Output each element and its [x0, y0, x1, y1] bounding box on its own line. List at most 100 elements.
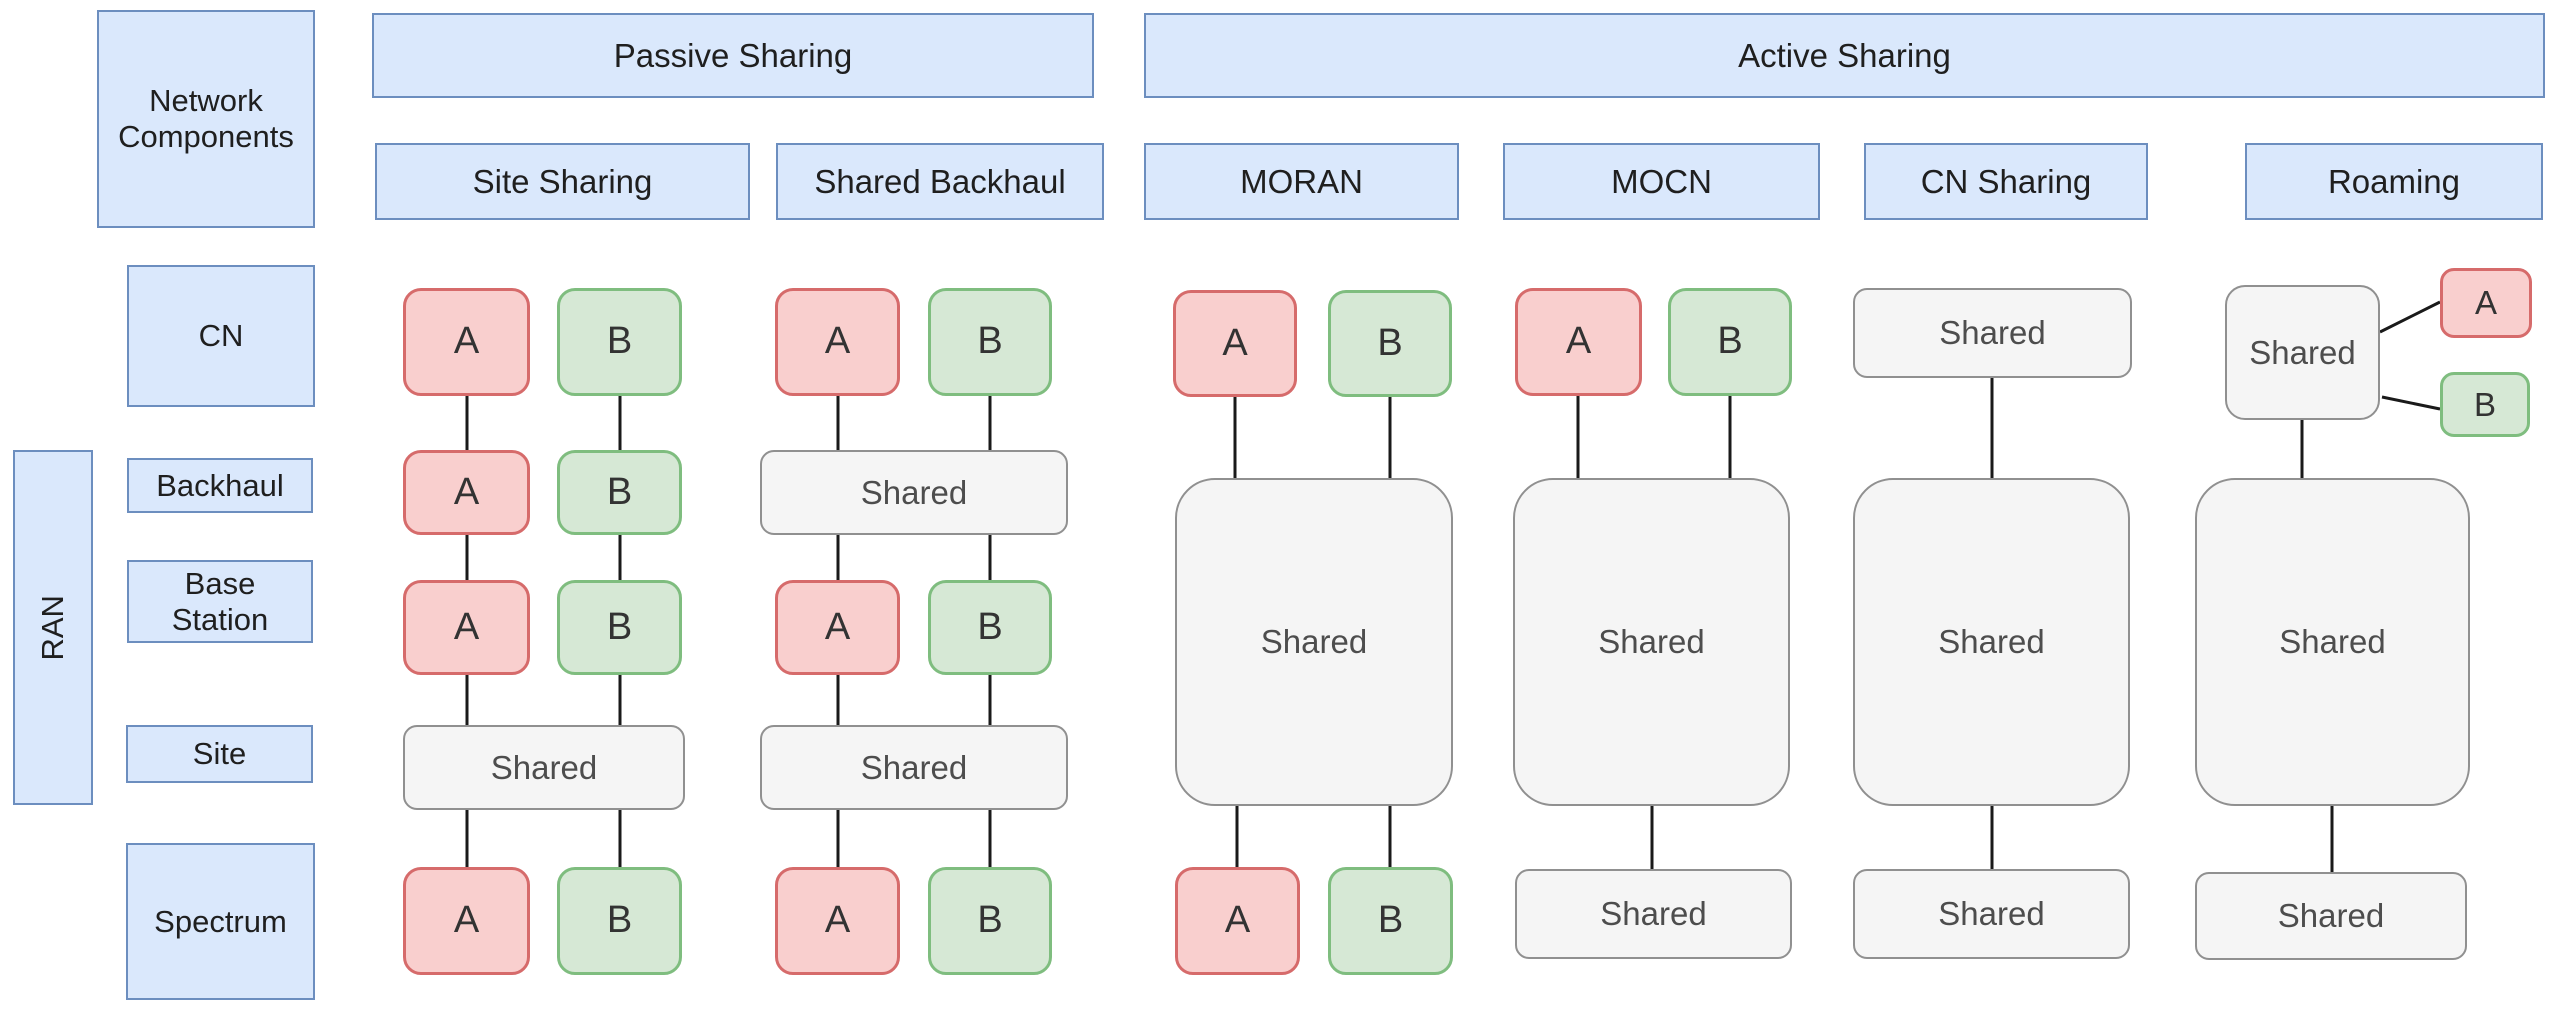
roaming-cn-operator-b-text: B — [2473, 385, 2496, 423]
row-label-backhaul-text: Backhaul — [156, 467, 284, 503]
mocn-ran-shared: Shared — [1513, 478, 1790, 806]
shared-backhaul-spectrum-operator-b-text: B — [977, 899, 1003, 942]
shared-backhaul-backhaul-shared: Shared — [760, 450, 1068, 535]
moran-cn-operator-a: A — [1173, 290, 1297, 397]
row-label-site: Site — [126, 725, 313, 783]
site-sharing-cn-operator-a: A — [403, 288, 530, 396]
site-sharing-basestation-operator-b: B — [557, 580, 682, 675]
column-header-cn-sharing-text: CN Sharing — [1920, 162, 2092, 200]
moran-cn-operator-a-text: A — [1222, 321, 1248, 364]
moran-cn-operator-b: B — [1328, 290, 1452, 397]
cn-sharing-spectrum-shared: Shared — [1853, 869, 2130, 959]
site-sharing-cn-operator-a-text: A — [453, 320, 480, 363]
moran-spectrum-operator-b: B — [1328, 867, 1453, 975]
column-header-shared-backhaul-text: Shared Backhaul — [814, 162, 1066, 200]
site-sharing-spectrum-operator-b: B — [557, 867, 682, 975]
moran-ran-shared: Shared — [1175, 478, 1453, 806]
shared-backhaul-spectrum-operator-a-text: A — [824, 899, 851, 942]
passive-sharing-header-text: Passive Sharing — [613, 36, 853, 74]
site-sharing-backhaul-operator-a: A — [403, 450, 530, 535]
mocn-spectrum-shared: Shared — [1515, 869, 1792, 959]
row-label-spectrum-text: Spectrum — [154, 903, 287, 939]
shared-backhaul-cn-operator-a-text: A — [824, 320, 851, 363]
network-components-header-text: Network Components — [118, 83, 294, 154]
cn-sharing-cn-shared-text: Shared — [1939, 314, 2046, 352]
roaming-cn-shared-text: Shared — [2249, 333, 2356, 371]
shared-backhaul-spectrum-operator-a: A — [775, 867, 900, 975]
cn-sharing-ran-shared: Shared — [1853, 478, 2130, 806]
mocn-ran-shared-text: Shared — [1598, 623, 1705, 661]
shared-backhaul-basestation-operator-b-text: B — [977, 605, 1003, 648]
roaming-cn-operator-b: B — [2440, 372, 2530, 437]
mocn-spectrum-shared-text: Shared — [1600, 895, 1707, 933]
moran-spectrum-operator-b-text: B — [1377, 899, 1404, 942]
column-header-shared-backhaul: Shared Backhaul — [776, 143, 1104, 220]
network-components-header: Network Components — [97, 10, 315, 228]
mocn-cn-operator-a: A — [1515, 288, 1642, 396]
shared-backhaul-basestation-operator-b: B — [928, 580, 1052, 675]
moran-spectrum-operator-a-text: A — [1224, 899, 1251, 942]
shared-backhaul-backhaul-shared-text: Shared — [860, 473, 968, 511]
roaming-spectrum-shared: Shared — [2195, 872, 2467, 960]
row-label-cn: CN — [127, 265, 315, 407]
row-label-cn-text: CN — [198, 318, 244, 354]
roaming-cn-operator-a-text: A — [2474, 284, 2497, 322]
row-label-backhaul: Backhaul — [127, 458, 313, 513]
shared-backhaul-cn-operator-b: B — [928, 288, 1052, 396]
row-label-spectrum: Spectrum — [126, 843, 315, 1000]
mocn-cn-operator-b-text: B — [1717, 320, 1743, 363]
mocn-cn-operator-a-text: A — [1565, 320, 1592, 363]
shared-backhaul-cn-operator-b-text: B — [977, 320, 1003, 363]
passive-sharing-header: Passive Sharing — [372, 13, 1094, 98]
roaming-spectrum-shared-text: Shared — [2277, 897, 2385, 935]
site-sharing-spectrum-operator-b-text: B — [606, 899, 633, 942]
row-label-base-station: Base Station — [127, 560, 313, 643]
ran-group-label-text: RAN — [35, 594, 71, 661]
roaming-ran-shared: Shared — [2195, 478, 2470, 806]
shared-backhaul-cn-operator-a: A — [775, 288, 900, 396]
row-label-base-station-text: Base Station — [171, 565, 269, 637]
shared-backhaul-basestation-operator-a: A — [775, 580, 900, 675]
shared-backhaul-basestation-operator-a-text: A — [824, 605, 851, 648]
site-sharing-basestation-operator-a-text: A — [453, 605, 480, 648]
column-header-roaming-text: Roaming — [2327, 162, 2461, 200]
roaming-cn-shared: Shared — [2225, 285, 2380, 420]
site-sharing-site-shared: Shared — [403, 725, 685, 810]
site-sharing-spectrum-operator-a: A — [403, 867, 530, 975]
column-header-mocn-text: MOCN — [1611, 162, 1712, 200]
cn-sharing-spectrum-shared-text: Shared — [1938, 895, 2045, 933]
column-header-mocn: MOCN — [1503, 143, 1820, 220]
site-sharing-basestation-operator-b-text: B — [606, 605, 633, 648]
shared-backhaul-site-shared: Shared — [760, 725, 1068, 810]
moran-cn-operator-b-text: B — [1377, 321, 1403, 364]
site-sharing-cn-operator-b-text: B — [606, 320, 633, 363]
site-sharing-spectrum-operator-a-text: A — [453, 899, 480, 942]
ran-group-label: RAN — [13, 450, 93, 805]
roaming-cn-operator-a: A — [2440, 268, 2532, 338]
moran-ran-shared-text: Shared — [1260, 623, 1368, 661]
shared-backhaul-site-shared-text: Shared — [860, 748, 968, 786]
connector-line — [2381, 395, 2441, 411]
site-sharing-backhaul-operator-b-text: B — [606, 470, 633, 513]
cn-sharing-ran-shared-text: Shared — [1938, 623, 2045, 661]
column-header-moran-text: MORAN — [1240, 162, 1363, 200]
mocn-cn-operator-b: B — [1668, 288, 1792, 396]
active-sharing-header-text: Active Sharing — [1738, 36, 1951, 74]
row-label-site-text: Site — [192, 736, 247, 772]
active-sharing-header: Active Sharing — [1144, 13, 2545, 98]
site-sharing-backhaul-operator-a-text: A — [453, 470, 480, 513]
cn-sharing-cn-shared: Shared — [1853, 288, 2132, 378]
connector-line — [2379, 300, 2441, 334]
column-header-site-sharing: Site Sharing — [375, 143, 750, 220]
site-sharing-backhaul-operator-b: B — [557, 450, 682, 535]
column-header-moran: MORAN — [1144, 143, 1459, 220]
column-header-site-sharing-text: Site Sharing — [472, 162, 653, 200]
column-header-cn-sharing: CN Sharing — [1864, 143, 2148, 220]
site-sharing-basestation-operator-a: A — [403, 580, 530, 675]
shared-backhaul-spectrum-operator-b: B — [928, 867, 1052, 975]
column-header-roaming: Roaming — [2245, 143, 2543, 220]
roaming-ran-shared-text: Shared — [2279, 623, 2386, 661]
site-sharing-cn-operator-b: B — [557, 288, 682, 396]
